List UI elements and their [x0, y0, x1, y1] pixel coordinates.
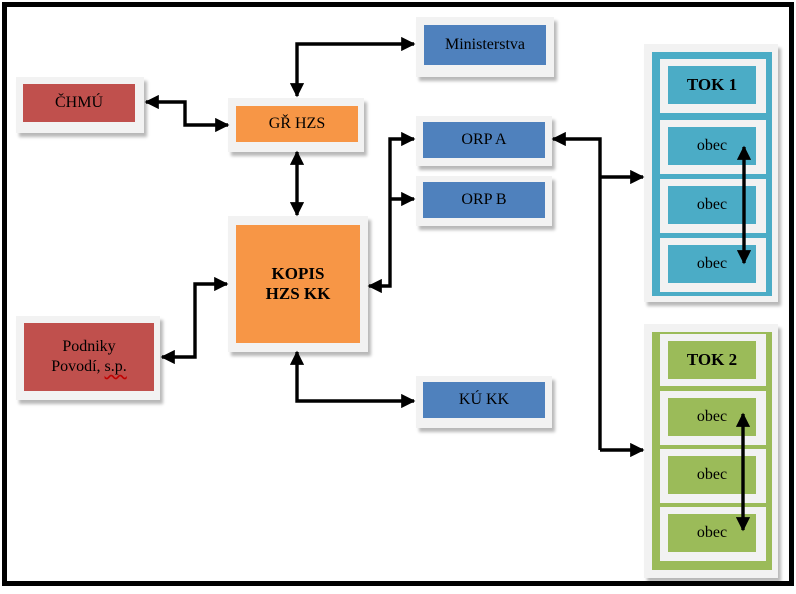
- ku-kk-node: KÚ KK: [423, 382, 545, 418]
- orp-b-node: ORP B: [423, 182, 545, 218]
- chmu-node: ČHMÚ: [23, 84, 135, 122]
- tok2-title: TOK 2: [668, 341, 756, 379]
- podniky-line-2a: Povodí,: [51, 358, 105, 375]
- kopis-line-2: HZS KK: [265, 284, 331, 303]
- ministerstva-node: Ministerstva: [424, 25, 546, 65]
- arrow-gr-ministerstva: [289, 36, 416, 98]
- arrow-orp-a-tok: [551, 131, 602, 450]
- arrow-podniky-kopis: [160, 276, 229, 365]
- kopis-line-1: KOPIS: [271, 264, 325, 283]
- kopis-node: KOPIS HZS KK: [236, 225, 360, 343]
- arrow-kopis-kukk: [289, 350, 416, 409]
- orp-a-node: ORP A: [423, 122, 545, 158]
- podniky-line-2: Povodí, s.p.: [51, 357, 127, 377]
- arrow-kopis-orp-a: [367, 131, 416, 294]
- podniky-line-2b: s.p.: [104, 358, 127, 375]
- podniky-node: Podniky Povodí, s.p.: [24, 323, 154, 391]
- arrow-chmu-gr: [144, 94, 230, 133]
- gr-hzs-node: GŘ HZS: [236, 106, 358, 142]
- podniky-line-1: Podniky: [62, 338, 116, 355]
- tok2-obec-3: obec: [668, 514, 756, 552]
- tok1-title: TOK 1: [668, 66, 756, 104]
